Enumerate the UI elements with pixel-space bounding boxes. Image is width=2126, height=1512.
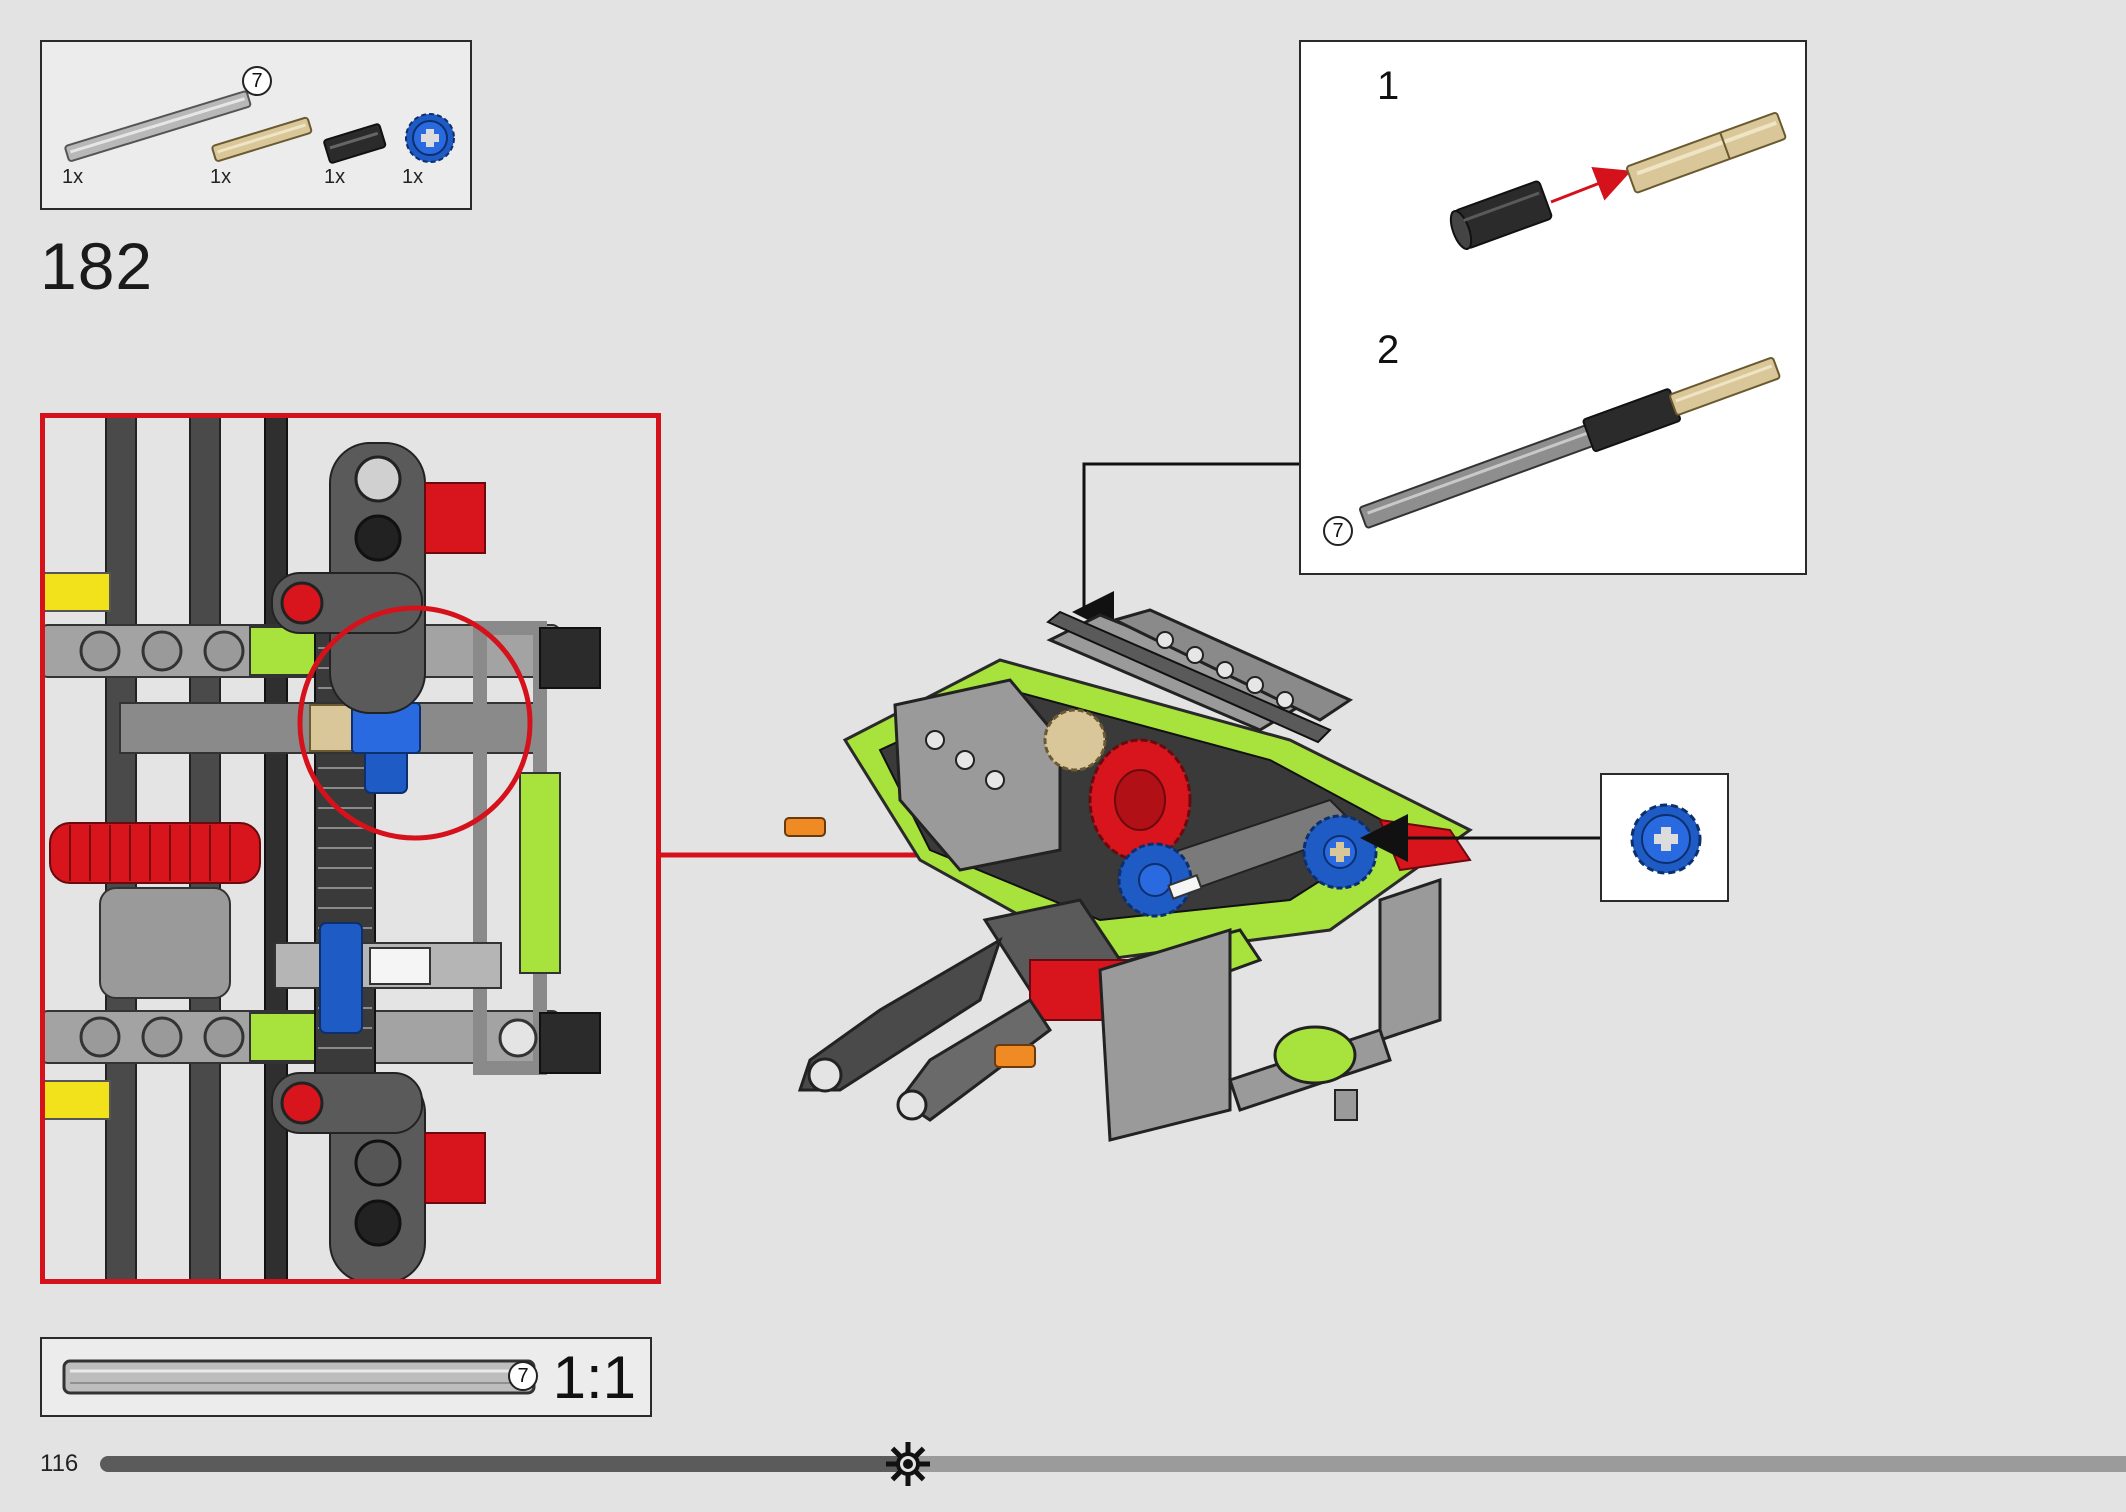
part-qty: 1x (402, 166, 424, 188)
page-number: 116 (40, 1450, 79, 1477)
scale-label: 1:1 (552, 1344, 636, 1411)
progress-fill (100, 1456, 909, 1472)
scale-ruler: 7 1:1 (40, 1337, 652, 1417)
axle-ruler-image (62, 1359, 536, 1395)
part-qty: 1x (210, 166, 232, 188)
progress-bar (100, 1456, 2126, 1472)
blue-gear-12-image (405, 113, 455, 163)
axle-length-badge: 7 (242, 66, 272, 96)
sun-icon (886, 1442, 931, 1486)
sub-assembly-callout: 1 2 7 (1299, 40, 1807, 575)
part-qty: 1x (62, 166, 84, 188)
axle-length-badge: 7 (508, 1361, 538, 1391)
axle-length-badge: 7 (1323, 516, 1353, 546)
sub-step-number: 2 (1377, 328, 1400, 372)
blue-gear-image (1630, 803, 1702, 875)
next-part-callout (1600, 773, 1729, 902)
tan-axle-3-image (211, 116, 313, 162)
parts-list: 7 1x 1x 1x 1x (40, 40, 472, 210)
step-number: 182 (40, 229, 154, 303)
black-axle-connector-image (323, 123, 387, 164)
part-qty: 1x (324, 166, 346, 188)
grey-axle-7-image (64, 90, 252, 162)
sub-step-number: 1 (1377, 64, 1400, 108)
zoom-detail (40, 413, 661, 1284)
sub-step-2-image (1359, 357, 1781, 529)
zoom-detail-image (45, 418, 601, 1279)
sub-step-1-image (1449, 111, 1787, 250)
